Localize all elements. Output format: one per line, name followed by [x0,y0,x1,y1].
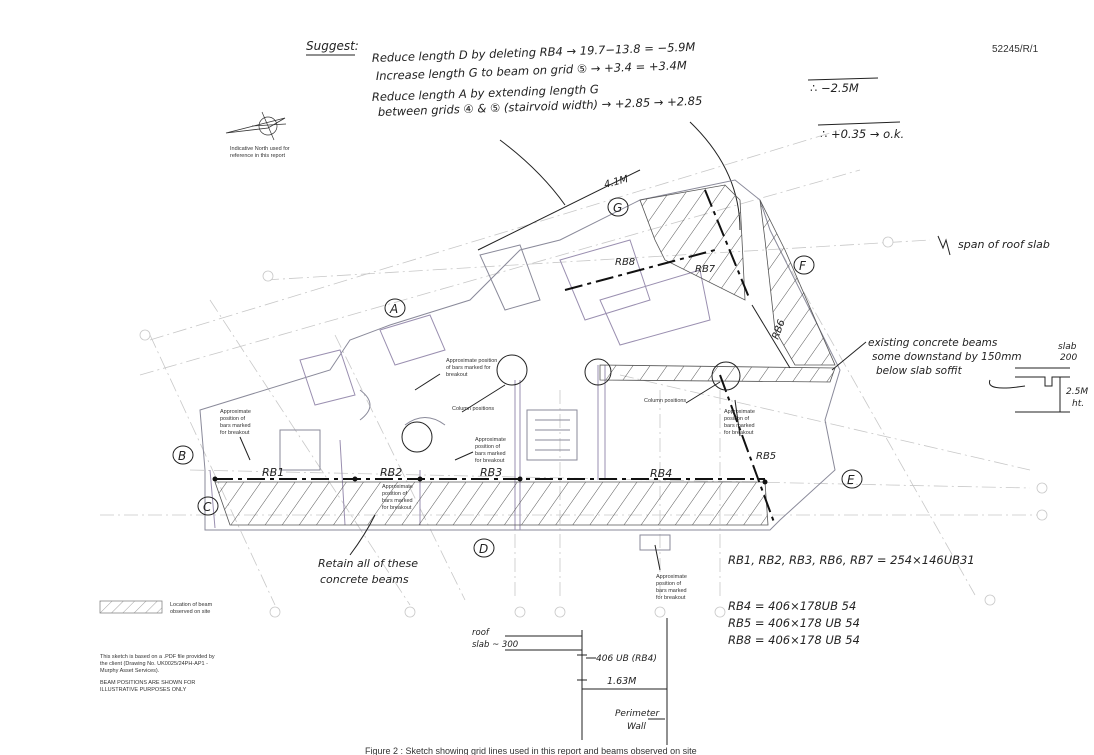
legend-label-2: observed on site [170,609,210,615]
svg-text:∴ −2.5M: ∴ −2.5M [810,81,859,95]
svg-text:200: 200 [1060,353,1077,363]
svg-text:G: G [613,201,622,215]
svg-text:Column positions: Column positions [452,406,494,412]
svg-text:2.5M: 2.5M [1066,387,1088,397]
svg-text:This sketch is based on a .PDF: This sketch is based on a .PDF file prov… [100,654,215,660]
svg-text:some downstand by 150mm: some downstand by 150mm [872,351,1022,363]
beam-label-rb5: RB5 [756,451,776,462]
svg-text:position of: position of [724,416,750,422]
svg-text:E: E [847,473,855,487]
span-note: span of roof slab [958,238,1050,251]
beam-label-rb2: RB2 [380,466,402,479]
retain-note-1: Retain all of these [318,557,418,570]
beam-label-rb3: RB3 [480,466,502,479]
svg-text:slab: slab [1058,342,1077,352]
svg-text:ILLUSTRATIVE PURPOSES ONLY: ILLUSTRATIVE PURPOSES ONLY [100,687,187,693]
legend-label-1: Location of beam [170,602,213,608]
svg-text:Approximate: Approximate [475,437,506,443]
beam-label-rb8: RB8 [615,257,635,268]
spec-line-2: RB4 = 406×178UB 54 [728,599,856,613]
svg-text:Approximate: Approximate [220,409,251,415]
svg-text:Murphy Asset Services).: Murphy Asset Services). [100,668,160,674]
column-clouds [401,354,741,453]
svg-text:Perimeter: Perimeter [615,709,661,719]
svg-text:position of: position of [656,581,682,587]
svg-text:Suggest:: Suggest: [306,39,359,53]
svg-text:Column positions: Column positions [644,398,686,404]
grid-letters: A B C D E F G [172,197,863,558]
svg-text:position of: position of [220,416,246,422]
svg-text:breakout: breakout [446,372,468,378]
legend-hatch-swatch [99,600,163,614]
svg-text:position of: position of [475,444,501,450]
svg-text:1.63M: 1.63M [607,676,636,687]
retain-note-2: concrete beams [320,573,409,586]
svg-text:slab ~ 300: slab ~ 300 [472,640,518,650]
svg-text:406 UB (RB4): 406 UB (RB4) [596,654,657,664]
svg-text:for breakout: for breakout [724,430,754,436]
observed-beams [214,184,836,526]
figure-caption: Figure 2 : Sketch showing grid lines use… [365,746,697,755]
svg-text:D: D [479,542,488,556]
svg-text:of bars marked for: of bars marked for [446,365,491,371]
dimension-top: 4.1M [603,174,630,191]
svg-text:BEAM POSITIONS ARE SHOWN FOR: BEAM POSITIONS ARE SHOWN FOR [100,680,195,686]
spec-line-4: RB8 = 406×178 UB 54 [728,633,860,647]
floor-plan [199,179,841,551]
svg-text:bars marked: bars marked [656,588,687,594]
svg-text:Approximate: Approximate [656,574,687,580]
svg-text:C: C [203,500,212,514]
svg-text:Approximate: Approximate [724,409,755,415]
svg-text:for breakout: for breakout [382,505,412,511]
disclaimer: This sketch is based on a .PDF file prov… [100,654,215,693]
beam-label-rb4: RB4 [650,467,672,480]
svg-text:roof: roof [472,628,491,638]
svg-text:bars marked: bars marked [220,423,251,429]
svg-text:B: B [178,449,186,463]
north-arrow-icon [225,111,287,141]
section-detail: roof slab ~ 300 406 UB (RB4) 1.63M Perim… [472,618,668,745]
svg-text:ht.: ht. [1072,399,1084,409]
svg-text:A: A [389,302,398,316]
svg-text:existing concrete beams: existing concrete beams [868,337,998,349]
svg-text:the client (Drawing No. UK0025: the client (Drawing No. UK0025/24PH-AP1 … [100,661,208,667]
svg-text:bars marked: bars marked [724,423,755,429]
svg-text:Approximate: Approximate [382,484,413,490]
beam-label-rb1: RB1 [262,466,284,479]
svg-text:∴ +0.35 → o.k.: ∴ +0.35 → o.k. [820,127,904,141]
steel-beam-lines [212,189,791,526]
span-arrow-icon [937,235,951,256]
svg-text:position of: position of [382,491,408,497]
beam-label-rb7: RB7 [695,264,716,275]
svg-text:bars marked: bars marked [475,451,506,457]
existing-beam-note: existing concrete beams some downstand b… [831,337,1088,413]
svg-text:for breakout: for breakout [475,458,505,464]
svg-text:bars marked: bars marked [382,498,413,504]
north-caption-2: reference in this report [230,153,285,159]
spec-line-3: RB5 = 406×178 UB 54 [728,616,860,630]
svg-text:Approximate position: Approximate position [446,358,497,364]
spec-line-1: RB1, RB2, RB3, RB6, RB7 = 254×146UB31 [728,553,975,567]
svg-text:below slab soffit: below slab soffit [876,365,963,377]
drawing-reference: 52245/R/1 [992,44,1039,55]
svg-text:for breakout: for breakout [220,430,250,436]
svg-text:F: F [799,259,807,273]
north-caption-1: Indicative North used for [230,146,290,152]
svg-text:Wall: Wall [627,722,646,732]
svg-text:for breakout: for breakout [656,595,686,601]
